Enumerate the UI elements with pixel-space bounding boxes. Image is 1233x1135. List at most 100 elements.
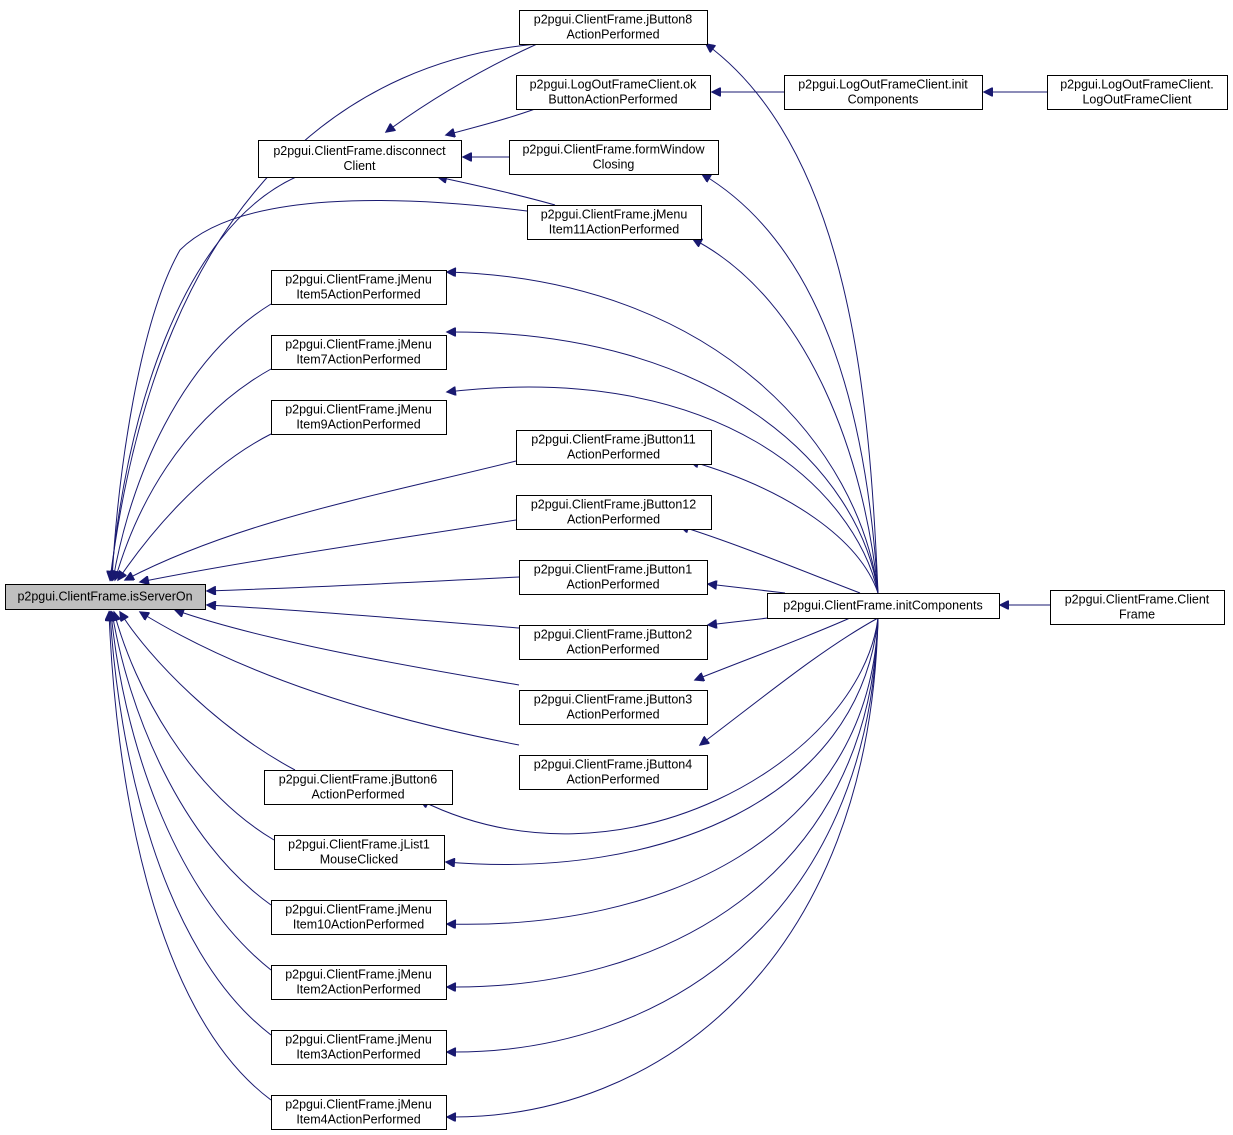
node-box [767,593,1000,619]
node-box [519,10,708,45]
node-label-line: p2pgui.ClientFrame.jMenu [285,903,432,917]
node-box [271,1030,447,1065]
node-box [264,770,453,805]
edge-initComponents-to-jList1 [446,617,879,864]
node-jMenu9[interactable]: p2pgui.ClientFrame.jMenuItem9ActionPerfo… [271,400,447,435]
node-jMenu7[interactable]: p2pgui.ClientFrame.jMenuItem7ActionPerfo… [271,335,447,370]
node-label-line: p2pgui.ClientFrame.jButton11 [531,433,695,447]
node-label-line: Item11ActionPerformed [549,223,679,237]
edge-initComponents-to-jButton11 [690,461,879,594]
node-box [527,205,702,240]
node-box [271,400,447,435]
node-label-line: LogOutFrameClient [1082,93,1192,107]
edge-jButton2-to-isServerOn [207,605,520,629]
edge-disconnect-to-isServerOn [111,176,297,580]
node-box [519,560,708,595]
node-label-line: p2pgui.ClientFrame.disconnect [273,144,446,158]
edge-jButton1-to-isServerOn [207,576,520,591]
node-jMenu5[interactable]: p2pgui.ClientFrame.jMenuItem5ActionPerfo… [271,270,447,305]
edge-initComponents-to-jButton6 [420,617,879,835]
edge-initComponents-to-jMenu9 [447,387,879,594]
node-jButton3[interactable]: p2pgui.ClientFrame.jButton3ActionPerform… [519,690,708,725]
node-jMenu11[interactable]: p2pgui.ClientFrame.jMenuItem11ActionPerf… [527,205,702,240]
nodes: p2pgui.ClientFrame.isServerOn p2pgui.Clie… [5,10,1228,1130]
node-box [519,690,708,725]
node-label-line: p2pgui.ClientFrame.jButton2 [534,628,692,642]
node-label-line: MouseClicked [320,853,399,867]
node-jButton4[interactable]: p2pgui.ClientFrame.jButton4ActionPerform… [519,755,708,790]
edge-initComponents-to-jMenu10 [447,617,879,924]
node-lofInit[interactable]: p2pgui.LogOutFrameClient.initComponents [784,75,983,110]
edge-jMenu3-to-isServerOn [110,612,272,1036]
edge-jMenu7-to-isServerOn [115,368,272,580]
node-lofCtor[interactable]: p2pgui.LogOutFrameClient.LogOutFrameClie… [1047,75,1228,110]
node-jMenu10[interactable]: p2pgui.ClientFrame.jMenuItem10ActionPerf… [271,900,447,935]
edge-jMenu11-to-isServerOn [112,200,528,580]
node-label-line: p2pgui.LogOutFrameClient.ok [530,78,698,92]
node-label-line: p2pgui.ClientFrame.jMenu [285,403,432,417]
edge-jButton11-to-isServerOn [125,460,517,580]
node-box [271,965,447,1000]
edge-jButton4-to-isServerOn [140,612,520,746]
node-label-line: Item9ActionPerformed [296,418,420,432]
node-jMenu3[interactable]: p2pgui.ClientFrame.jMenuItem3ActionPerfo… [271,1030,447,1065]
node-label-line: ActionPerformed [566,643,659,657]
node-label-line: Item3ActionPerformed [296,1048,420,1062]
node-box [516,75,711,110]
node-label-line: Item2ActionPerformed [296,983,420,997]
node-box [271,335,447,370]
node-box [516,430,712,465]
node-label-line: Item5ActionPerformed [296,288,420,302]
node-label-line: Item4ActionPerformed [296,1113,420,1127]
node-label-line: p2pgui.ClientFrame.jButton12 [531,498,696,512]
node-label-line: Frame [1119,608,1155,622]
node-label-line: p2pgui.ClientFrame.jMenu [285,338,432,352]
node-label-line: p2pgui.ClientFrame.jButton6 [279,773,437,787]
node-isServerOn[interactable]: p2pgui.ClientFrame.isServerOn [5,584,206,610]
node-label-line: p2pgui.ClientFrame.jButton8 [534,13,692,27]
node-jMenu4[interactable]: p2pgui.ClientFrame.jMenuItem4ActionPerfo… [271,1095,447,1130]
edge-initComponents-to-jButton3 [695,617,851,680]
node-jButton12[interactable]: p2pgui.ClientFrame.jButton12ActionPerfor… [516,495,712,530]
node-jButton2[interactable]: p2pgui.ClientFrame.jButton2ActionPerform… [519,625,708,660]
node-jButton11[interactable]: p2pgui.ClientFrame.jButton11ActionPerfor… [516,430,712,465]
node-jButton1[interactable]: p2pgui.ClientFrame.jButton1ActionPerform… [519,560,708,595]
edge-initComponents-to-jButton12 [680,526,861,594]
node-box [519,625,708,660]
node-jMenu2[interactable]: p2pgui.ClientFrame.jMenuItem2ActionPerfo… [271,965,447,1000]
edge-initComponents-to-jMenu7 [447,332,879,594]
node-label-line: ActionPerformed [566,28,659,42]
edge-jMenu10-to-isServerOn [112,612,272,906]
node-initComponents[interactable]: p2pgui.ClientFrame.initComponents [767,593,1000,619]
node-label-line: p2pgui.ClientFrame.jMenu [285,968,432,982]
edge-jButton8-to-disconnect [386,43,538,132]
node-label-line: Components [848,93,919,107]
node-box [5,584,206,610]
node-label-line: p2pgui.ClientFrame.jButton1 [534,563,692,577]
edge-okButton-to-disconnect [446,108,536,135]
node-label-line: ActionPerformed [566,578,659,592]
node-label-line: ActionPerformed [567,448,660,462]
node-jButton6[interactable]: p2pgui.ClientFrame.jButton6ActionPerform… [264,770,453,805]
edge-jMenu4-to-isServerOn [109,612,272,1101]
node-label-line: p2pgui.ClientFrame.jMenu [285,1098,432,1112]
edge-initComponents-to-jButton4 [700,617,879,745]
edge-jButton3-to-isServerOn [175,610,520,686]
node-okButton[interactable]: p2pgui.LogOutFrameClient.okButtonActionP… [516,75,711,110]
node-box [1047,75,1228,110]
node-box [271,270,447,305]
edge-jButton6-to-isServerOn [120,612,296,771]
edge-initComponents-to-jMenu11 [693,239,879,594]
node-label-line: p2pgui.LogOutFrameClient. [1060,78,1214,92]
node-label-line: ActionPerformed [567,513,660,527]
edges [109,44,1050,1117]
node-jButton8[interactable]: p2pgui.ClientFrame.jButton8ActionPerform… [519,10,708,45]
node-label-line: Closing [593,158,635,172]
edge-jMenu11-to-disconnect [438,177,556,206]
node-label-line: p2pgui.ClientFrame.jMenu [541,208,688,222]
node-clientFrameCtor[interactable]: p2pgui.ClientFrame.ClientFrame [1050,590,1225,625]
